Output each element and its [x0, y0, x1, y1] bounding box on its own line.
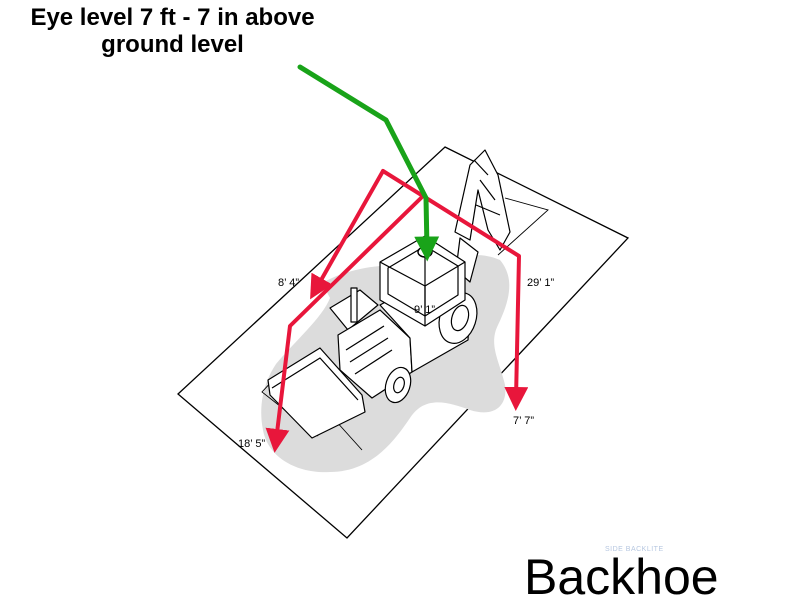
measure-right-rear: 29’ 1” [527, 277, 554, 289]
arrow-bucket-left [265, 196, 423, 453]
arrow-front-left [310, 169, 385, 300]
measure-bottom-left: 18’ 5” [238, 438, 265, 450]
loader-bucket [267, 347, 366, 439]
page-title: Eye level 7 ft - 7 in above ground level [0, 4, 345, 58]
watermark-text: SIDE BACKLITE [605, 546, 664, 553]
exhaust-stack [350, 287, 358, 323]
footer-label: Backhoe [524, 549, 719, 605]
title-line-1: Eye level 7 ft - 7 in above [30, 4, 315, 31]
backhoe-machine [267, 149, 511, 439]
measure-left-front: 8’ 4” [278, 277, 299, 289]
title-line-2: ground level [101, 31, 244, 58]
measure-right-front: 7’ 7” [513, 415, 534, 427]
measure-center: 9’ 1” [414, 304, 435, 316]
eye-level-sightline [297, 64, 440, 262]
